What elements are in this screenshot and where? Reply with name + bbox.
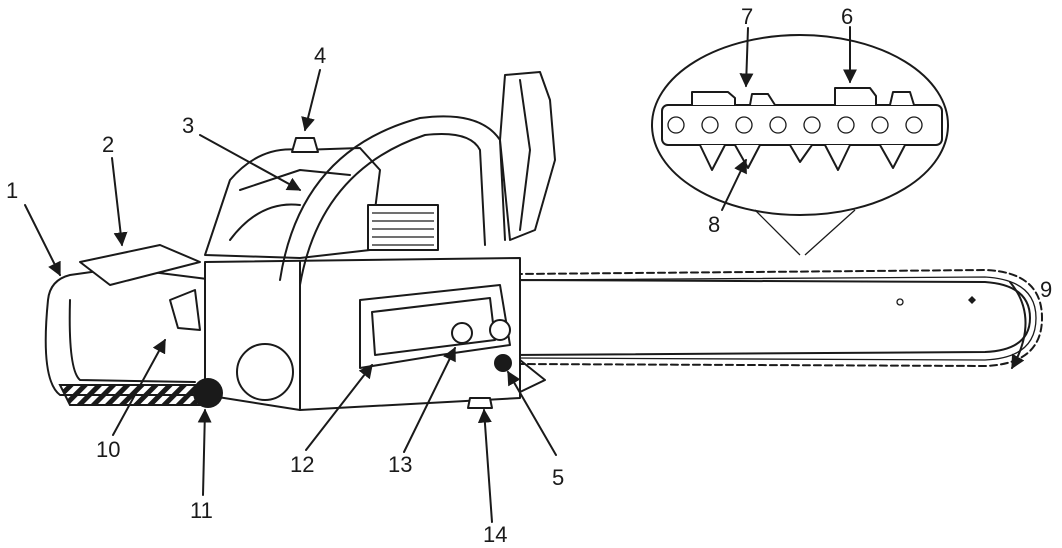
filler-cap [291, 137, 319, 153]
callout-labels: 1 2 3 4 5 6 7 8 9 10 11 12 13 14 [6, 4, 1052, 547]
callout-13: 13 [388, 452, 412, 477]
bar-nut-1 [451, 322, 473, 344]
chain-links [661, 87, 943, 171]
chain-catcher [467, 397, 493, 409]
bar-nut-2 [489, 319, 511, 341]
front-handle [279, 115, 506, 286]
callout-8: 8 [708, 212, 720, 237]
callout-leaders [24, 26, 857, 523]
callout-5: 5 [552, 465, 564, 490]
callout-12: 12 [290, 452, 314, 477]
callout-11: 11 [190, 498, 213, 523]
chain-tension-screw [494, 354, 512, 372]
callout-10: 10 [96, 437, 120, 462]
rear-wheel-knob [193, 378, 223, 408]
callout-6: 6 [841, 4, 853, 29]
grip-base [58, 384, 207, 406]
sprocket-cover [359, 284, 511, 369]
callout-1: 1 [6, 178, 18, 203]
callout-4: 4 [314, 43, 326, 68]
callout-3: 3 [182, 113, 194, 138]
callout-7: 7 [741, 4, 753, 29]
muffler [236, 343, 294, 401]
callout-9: 9 [1040, 277, 1052, 302]
callout-14: 14 [483, 522, 507, 547]
callout-2: 2 [102, 132, 114, 157]
rotation-arrow [1009, 281, 1027, 370]
throttle-trigger [169, 289, 201, 331]
saw-chain [514, 269, 1043, 367]
hand-guard [499, 71, 556, 241]
guide-bar [509, 279, 1031, 356]
grille [367, 204, 439, 251]
chain-detail-magnifier [651, 34, 949, 256]
